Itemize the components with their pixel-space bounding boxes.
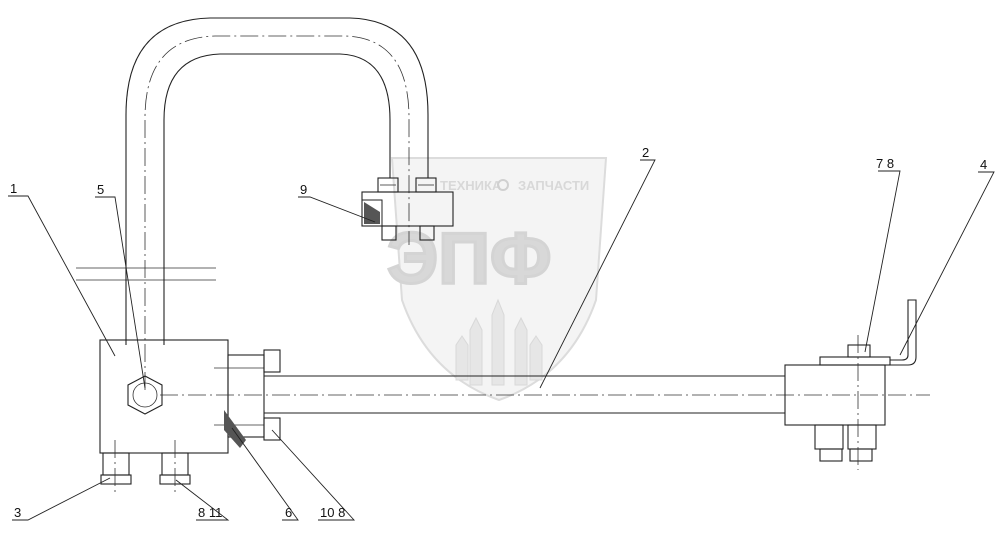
wheat-ears-icon xyxy=(455,298,543,386)
callout-7-8: 7 8 xyxy=(876,156,894,171)
frame-lines xyxy=(76,267,216,281)
callout-6: 6 xyxy=(285,505,292,520)
valve-block xyxy=(99,339,281,492)
watermark-logo: ТЕХНИКА ЗАПЧАСТИ ЭПФ xyxy=(386,157,608,402)
callout-5: 5 xyxy=(97,182,104,197)
callout-10-8: 10 8 xyxy=(320,505,345,520)
callout-9: 9 xyxy=(300,182,307,197)
gear-icon xyxy=(497,179,509,191)
callout-8-11: 8 11 xyxy=(198,505,222,520)
callout-3: 3 xyxy=(14,505,21,520)
callout-4: 4 xyxy=(980,157,987,172)
u-pipe xyxy=(125,17,429,390)
leader-lines xyxy=(8,159,995,521)
callout-2: 2 xyxy=(642,145,649,160)
watermark-brand-right: ЗАПЧАСТИ xyxy=(518,178,589,193)
right-clamp xyxy=(784,299,917,470)
hex-plug-icon xyxy=(127,375,163,415)
pipe-clamp-block xyxy=(361,177,454,241)
horizontal-pipe xyxy=(160,375,930,414)
callout-1: 1 xyxy=(10,181,17,196)
watermark-logo-letters: ЭПФ xyxy=(387,219,551,299)
watermark-brand-left: ТЕХНИКА xyxy=(440,178,502,193)
